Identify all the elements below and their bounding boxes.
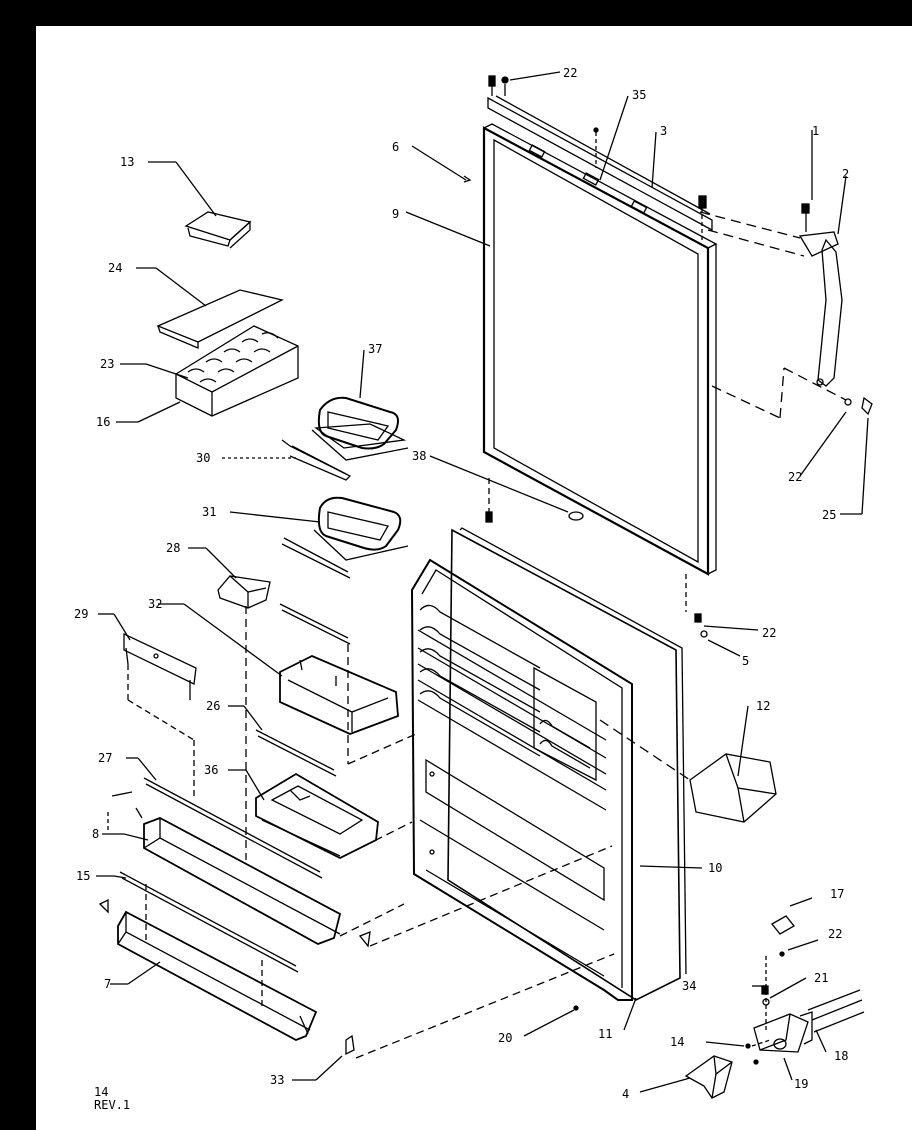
callout-30: 30 <box>196 451 210 465</box>
callout-21: 21 <box>814 971 828 985</box>
callout-24: 24 <box>108 261 122 275</box>
callout-38: 38 <box>412 449 426 463</box>
ice-bin <box>116 325 299 423</box>
callout-11: 11 <box>598 1027 612 1041</box>
callout-14: 14 <box>670 1035 684 1049</box>
door-liner <box>410 527 703 1031</box>
door-top-cap <box>487 95 713 232</box>
screw-20 <box>523 1005 579 1037</box>
leader-lines-top <box>405 71 869 515</box>
callout-20: 20 <box>498 1031 512 1045</box>
callout-26: 26 <box>206 699 220 713</box>
callout-25: 25 <box>822 508 836 522</box>
callout-1: 1 <box>812 124 819 138</box>
callout-23: 23 <box>100 357 114 371</box>
callout-32: 32 <box>148 597 162 611</box>
callout-29: 29 <box>74 607 88 621</box>
shelf-8 <box>102 791 405 948</box>
callout-35: 35 <box>632 88 646 102</box>
door-bin-7 <box>110 884 318 1041</box>
callout-18: 18 <box>834 1049 848 1063</box>
callout-22: 22 <box>563 66 577 80</box>
page-footer: 14 REV.1 <box>94 1086 130 1112</box>
callout-4: 4 <box>622 1087 629 1101</box>
callout-22-mid: 22 <box>762 626 776 640</box>
upper-hinge <box>699 203 843 387</box>
hinge-pin-parts <box>711 367 873 419</box>
callout-8: 8 <box>92 827 99 841</box>
bracket-4 <box>639 1055 733 1099</box>
retainer-29 <box>98 613 197 741</box>
cup <box>188 547 271 860</box>
callout-2: 2 <box>842 167 849 181</box>
callout-34: 34 <box>682 979 696 993</box>
screws-top <box>488 75 707 242</box>
rail-lower <box>281 537 351 579</box>
clip-33 <box>292 845 615 1081</box>
callout-7: 7 <box>104 977 111 991</box>
callout-12: 12 <box>756 699 770 713</box>
callout-19: 19 <box>794 1077 808 1091</box>
ice-tray-cover <box>136 267 284 349</box>
lower-hinge-assembly <box>705 897 865 1081</box>
bar-26 <box>228 705 337 777</box>
middle-bin <box>229 496 409 561</box>
callout-13: 13 <box>120 155 134 169</box>
callout-28: 28 <box>166 541 180 555</box>
small-tray <box>148 161 252 249</box>
egg-tray <box>228 769 413 860</box>
door-panel <box>482 123 718 576</box>
callout-6: 6 <box>392 140 399 154</box>
callout-22-low: 22 <box>828 927 842 941</box>
parts-sheet <box>36 26 912 1130</box>
callout-16: 16 <box>96 415 110 429</box>
callout-37: 37 <box>368 342 382 356</box>
callout-36: 36 <box>204 763 218 777</box>
bar-27 <box>126 740 323 879</box>
rail-30 <box>222 439 352 481</box>
callout-5: 5 <box>742 654 749 668</box>
callout-9: 9 <box>392 207 399 221</box>
callout-31: 31 <box>202 505 216 519</box>
callout-15: 15 <box>76 869 90 883</box>
callout-10: 10 <box>708 861 722 875</box>
page-number: 14 <box>94 1085 109 1099</box>
callout-3: 3 <box>660 124 667 138</box>
callout-27: 27 <box>98 751 112 765</box>
top-bin <box>311 349 409 461</box>
callout-17: 17 <box>830 887 844 901</box>
callout-33: 33 <box>270 1073 284 1087</box>
callout-22-right: 22 <box>788 470 802 484</box>
rail-15 <box>96 871 299 973</box>
hinge-cover <box>599 705 777 823</box>
shelf-bin-32 <box>158 603 417 765</box>
revision-label: REV.1 <box>94 1098 131 1112</box>
bottom-pivot <box>429 455 759 657</box>
